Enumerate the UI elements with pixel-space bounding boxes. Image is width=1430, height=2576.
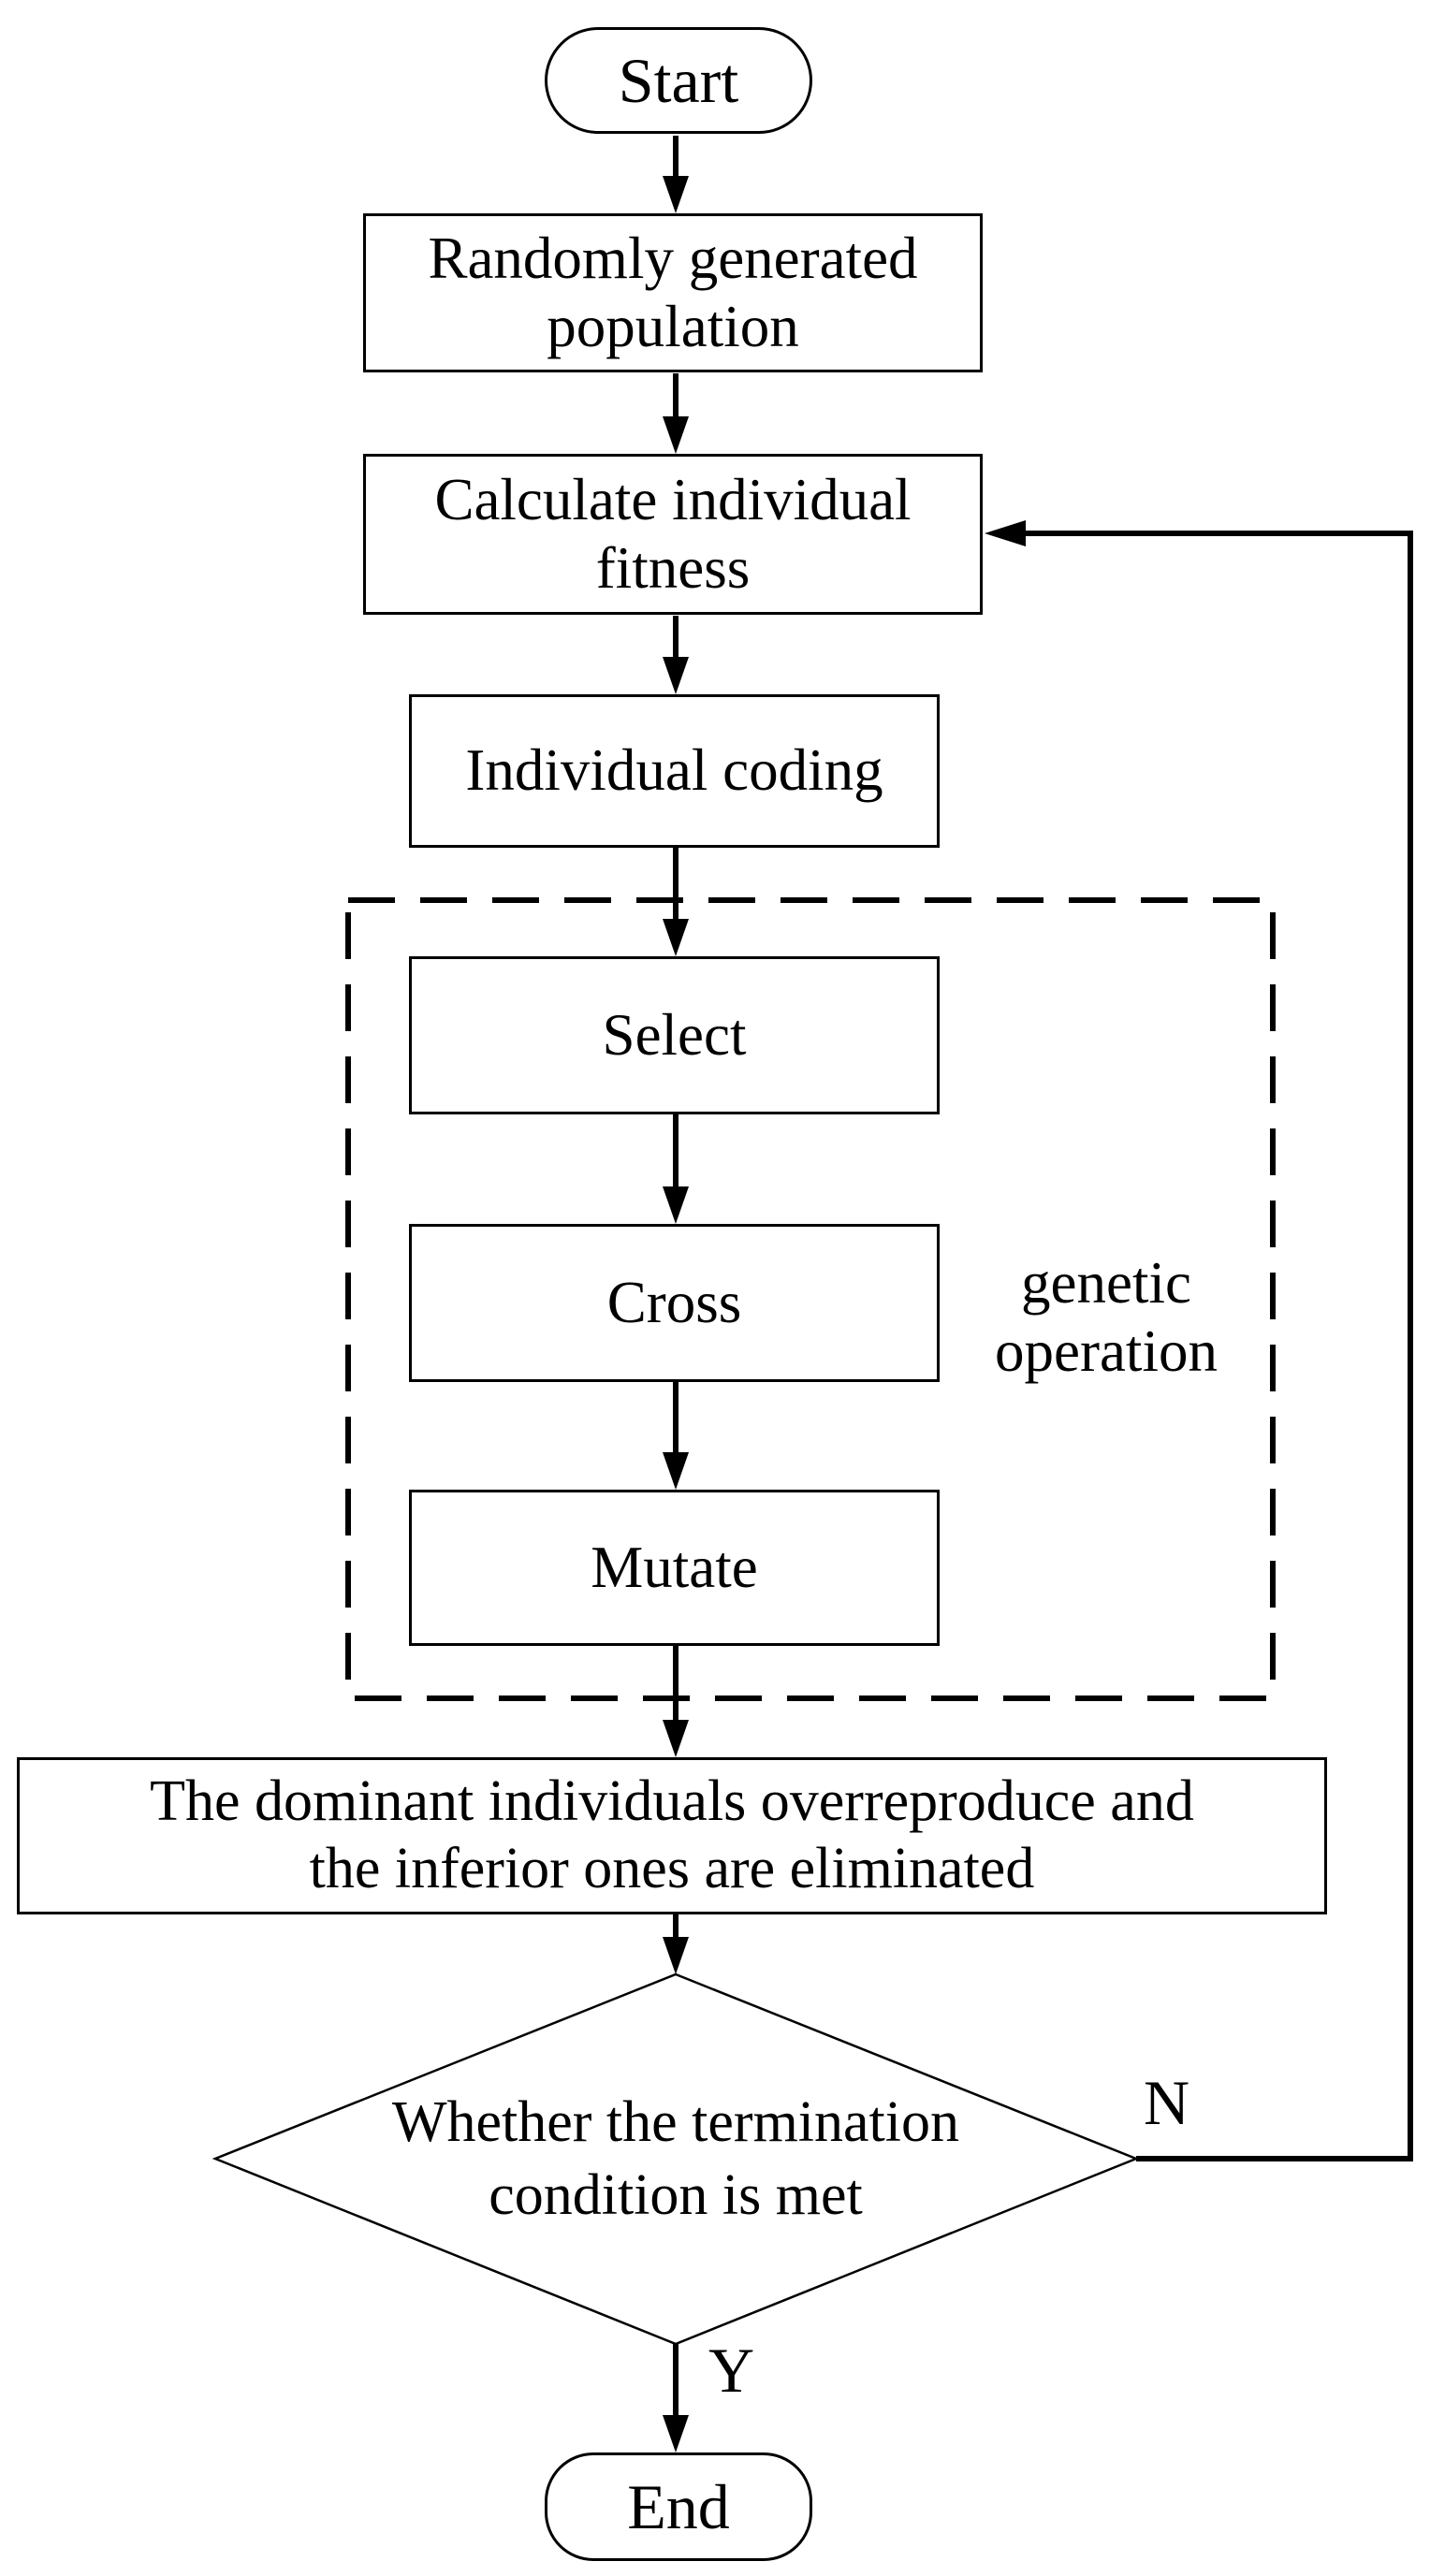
- node-calculate-individual-fitness: Calculate individual fitness: [363, 454, 983, 615]
- edge-coding-to-select-arrowhead: [663, 919, 689, 956]
- branch-label-yes: Y: [708, 2338, 754, 2402]
- node-reproduce-label-line2: the inferior ones are eliminated: [309, 1837, 1035, 1900]
- genetic-operation-label-line2: operation: [995, 1318, 1218, 1384]
- edge-decision-no-feedback: [985, 520, 1413, 2161]
- node-start-label: Start: [618, 44, 739, 116]
- edge-coding-to-select: [663, 848, 689, 956]
- branch-no-text: N: [1144, 2067, 1190, 2138]
- edge-start-to-population: [663, 136, 689, 213]
- genetic-operation-label: genetic operation: [966, 1249, 1247, 1384]
- node-cross-label: Cross: [606, 1269, 742, 1335]
- node-individual-coding: Individual coding: [409, 694, 940, 848]
- edge-select-to-cross-arrowhead: [663, 1186, 689, 1224]
- edge-decision-no-feedback-arrowhead: [985, 520, 1026, 546]
- genetic-operation-group-box: [345, 897, 1276, 1701]
- node-decision-label-line1: Whether the termination: [392, 2090, 959, 2154]
- edge-reproduce-to-decision: [663, 1914, 689, 1974]
- edge-mutate-to-reproduce-arrowhead: [663, 1720, 689, 1757]
- edge-decision-yes-to-end-arrowhead: [663, 2415, 689, 2452]
- genetic-operation-label-line1: genetic: [1021, 1249, 1191, 1316]
- node-end: End: [545, 2452, 812, 2561]
- node-dominant-overreproduce: The dominant individuals overreproduce a…: [17, 1757, 1327, 1914]
- node-randomly-generated-population: Randomly generated population: [363, 213, 983, 372]
- edge-fitness-to-coding: [663, 616, 689, 694]
- edge-mutate-to-reproduce: [663, 1646, 689, 1757]
- node-decision-label: Whether the termination condition is met: [301, 2086, 1050, 2232]
- node-decision-label-line2: condition is met: [489, 2163, 863, 2228]
- node-end-label: End: [627, 2470, 730, 2542]
- node-fitness-label-line2: fitness: [595, 535, 751, 601]
- node-mutate: Mutate: [409, 1490, 940, 1646]
- edge-population-to-fitness-arrowhead: [663, 416, 689, 454]
- branch-yes-text: Y: [708, 2335, 755, 2406]
- node-cross: Cross: [409, 1224, 940, 1382]
- node-mutate-label: Mutate: [591, 1534, 758, 1600]
- edge-decision-no-feedback-line: [1022, 531, 1413, 2161]
- node-coding-label: Individual coding: [465, 737, 883, 804]
- node-fitness-label-line1: Calculate individual: [434, 466, 912, 532]
- edge-cross-to-mutate: [663, 1382, 689, 1490]
- edge-select-to-cross: [663, 1114, 689, 1224]
- edge-reproduce-to-decision-arrowhead: [663, 1937, 689, 1974]
- node-population-label-line2: population: [547, 294, 799, 359]
- edge-fitness-to-coding-arrowhead: [663, 657, 689, 694]
- node-reproduce-label-line1: The dominant individuals overreproduce a…: [150, 1769, 1194, 1834]
- edge-population-to-fitness: [663, 373, 689, 454]
- edge-decision-yes-to-end: [663, 2344, 689, 2452]
- node-select-label: Select: [602, 1001, 747, 1068]
- edge-cross-to-mutate-arrowhead: [663, 1452, 689, 1490]
- node-select: Select: [409, 956, 940, 1114]
- edge-start-to-population-arrowhead: [663, 176, 689, 213]
- branch-label-no: N: [1144, 2071, 1189, 2134]
- node-start: Start: [545, 27, 812, 134]
- node-population-label-line1: Randomly generated: [428, 225, 918, 291]
